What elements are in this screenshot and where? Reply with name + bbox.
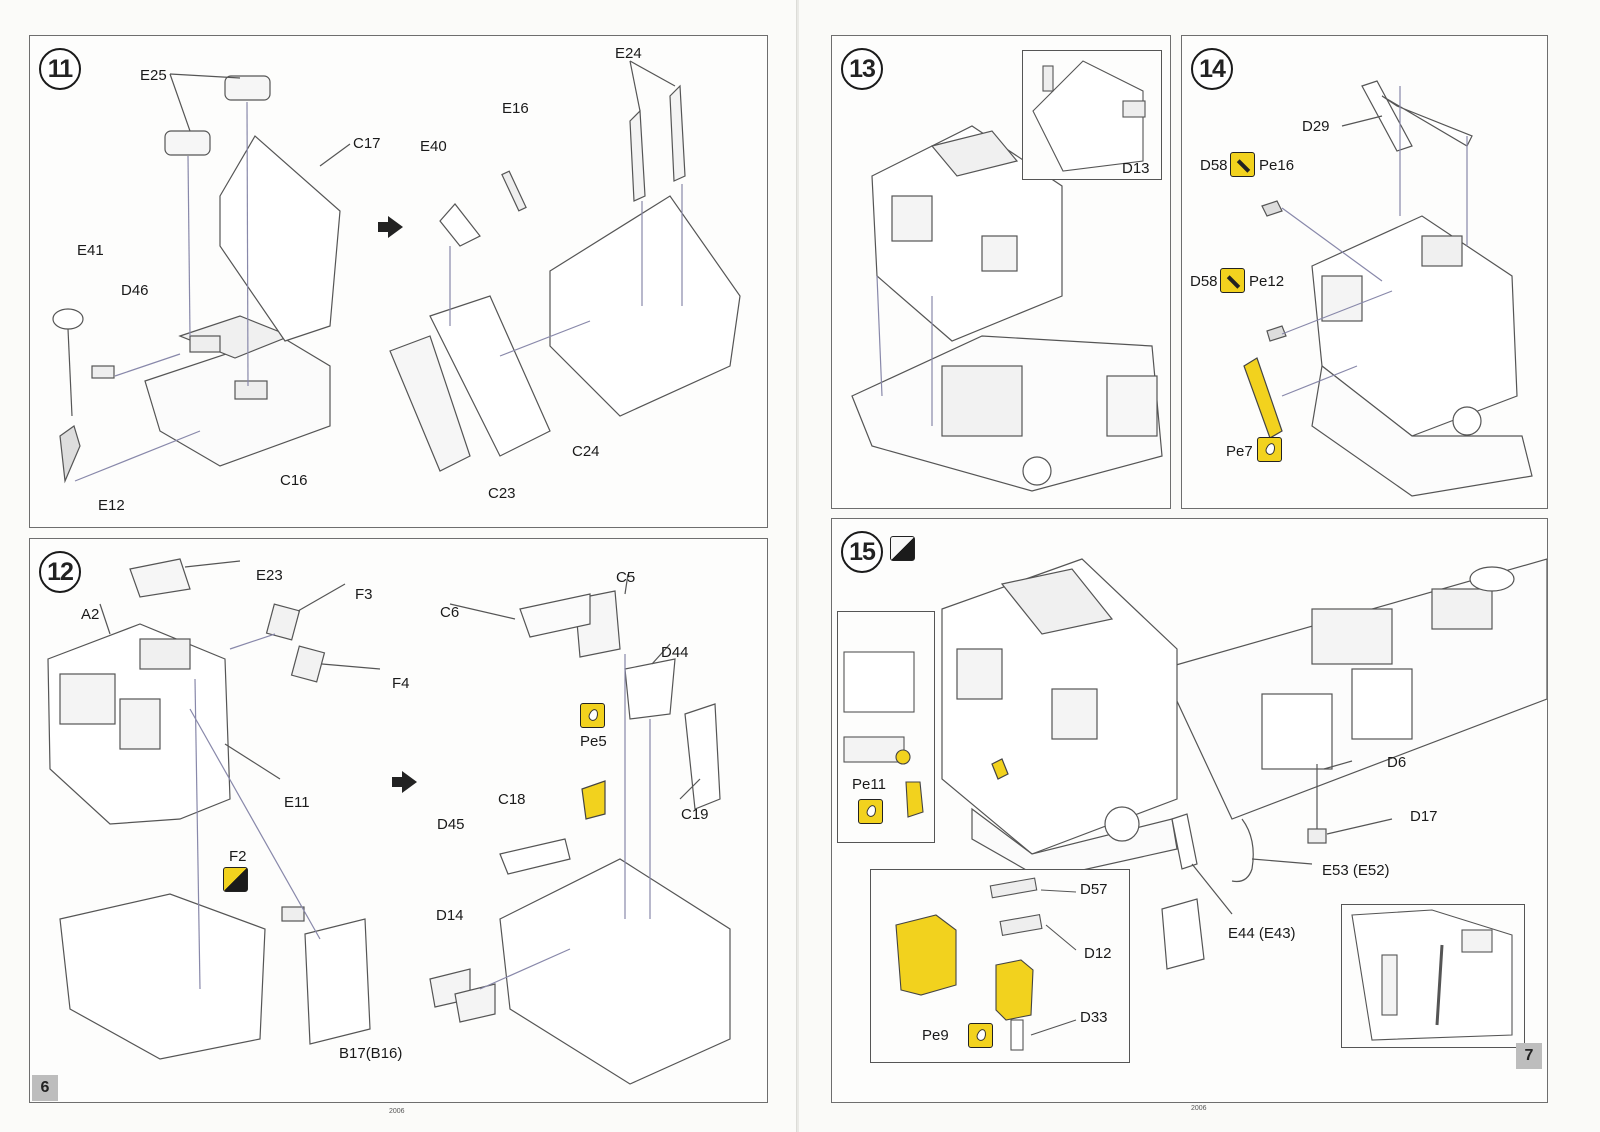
part-label-d58-a: D58 <box>1200 157 1228 174</box>
page-number: 7 <box>1516 1043 1542 1069</box>
part-label-d45: D45 <box>437 816 465 833</box>
part-label-d13: D13 <box>1122 160 1150 177</box>
part-label-b17: B17(B16) <box>339 1045 403 1062</box>
part-label-e44: E44 (E43) <box>1228 925 1296 942</box>
step-11-panel: 11 E25 E24 C17 E16 E40 E41 D46 C16 E12 C… <box>29 35 768 528</box>
detail-drawing <box>843 651 924 818</box>
step-number: 13 <box>841 48 883 90</box>
part-label-d14: D14 <box>436 907 464 924</box>
glue-icon <box>1257 437 1282 462</box>
footer-code: 2006 <box>389 1108 405 1115</box>
part-label-e12: E12 <box>98 497 125 514</box>
part-label-c23: C23 <box>488 485 516 502</box>
next-arrow-icon <box>378 216 403 238</box>
part-label-e11: E11 <box>284 794 310 811</box>
part-label-d6: D6 <box>1387 754 1407 771</box>
part-label-pe7: Pe7 <box>1226 443 1253 460</box>
step-14-drawing <box>1243 80 1533 497</box>
bend-tool-icon <box>1230 152 1255 177</box>
right-page: 13 D13 14 <box>799 0 1600 1132</box>
part-label-pe16: Pe16 <box>1259 157 1295 174</box>
part-label-c18: C18 <box>498 791 526 808</box>
detail-drawing <box>1351 909 1513 1041</box>
step-13-detail-inset <box>1022 50 1162 180</box>
page-number: 6 <box>32 1075 58 1101</box>
part-label-c17: C17 <box>353 135 381 152</box>
part-label-e25: E25 <box>140 67 167 84</box>
paint-icon <box>223 867 248 892</box>
step-12-drawing <box>47 558 731 1085</box>
part-label-c5: C5 <box>616 569 636 586</box>
part-label-e41: E41 <box>77 242 104 259</box>
part-label-c6: C6 <box>440 604 460 621</box>
bend-tool-icon <box>1220 268 1245 293</box>
part-label-f2: F2 <box>229 848 247 865</box>
part-label-c24: C24 <box>572 443 600 460</box>
glue-icon <box>968 1023 993 1048</box>
part-label-d17: D17 <box>1410 808 1438 825</box>
step-15-detail-left <box>837 611 935 843</box>
part-label-f4: F4 <box>392 675 410 692</box>
footer-code: 2006 <box>1191 1105 1207 1112</box>
part-label-d58-b: D58 <box>1190 273 1218 290</box>
part-label-d46: D46 <box>121 282 149 299</box>
part-label-e40: E40 <box>420 138 447 155</box>
step-14-panel: 14 D29 D58 Pe16 D58 Pe12 Pe7 <box>1181 35 1548 509</box>
detail-drawing <box>895 877 1077 1051</box>
part-label-e23: E23 <box>256 567 283 584</box>
left-page: 11 E25 E24 C17 E16 E40 E41 D46 C16 E12 C… <box>0 0 797 1132</box>
part-label-d33: D33 <box>1080 1009 1108 1026</box>
step-13-drawing <box>851 125 1163 492</box>
part-label-e53: E53 (E52) <box>1322 862 1390 879</box>
part-label-e16: E16 <box>502 100 529 117</box>
step-15-detail-bottom <box>870 869 1130 1063</box>
part-label-c16: C16 <box>280 472 308 489</box>
step-number: 11 <box>39 48 81 90</box>
paint-icon <box>890 536 915 561</box>
part-label-pe12: Pe12 <box>1249 273 1285 290</box>
part-label-d57: D57 <box>1080 881 1108 898</box>
step-number: 14 <box>1191 48 1233 90</box>
part-label-c19: C19 <box>681 806 709 823</box>
step-12-panel: 12 E23 A2 F3 F4 E11 F2 B17(B16) C6 C5 D4… <box>29 538 768 1103</box>
part-label-d29: D29 <box>1302 118 1330 135</box>
step-15-panel: 15 Pe11 D6 D17 E53 (E52) E44 (E43) D57 D… <box>831 518 1548 1103</box>
part-label-f3: F3 <box>355 586 373 603</box>
part-label-e24: E24 <box>615 45 642 62</box>
part-label-d44: D44 <box>661 644 689 661</box>
step-15-drawing <box>941 558 1547 970</box>
part-label-pe11: Pe11 <box>852 776 886 793</box>
glue-icon <box>858 799 883 824</box>
step-number: 15 <box>841 531 883 573</box>
part-label-pe9: Pe9 <box>922 1027 949 1044</box>
step-number: 12 <box>39 551 81 593</box>
next-arrow-icon <box>392 771 417 793</box>
step-11-drawing <box>52 60 741 484</box>
part-label-pe5: Pe5 <box>580 733 607 750</box>
part-label-a2: A2 <box>81 606 100 623</box>
book-spine <box>796 0 800 1132</box>
step-15-detail-right <box>1341 904 1525 1048</box>
glue-icon <box>580 703 605 728</box>
part-label-d12: D12 <box>1084 945 1112 962</box>
step-13-panel: 13 D13 <box>831 35 1171 509</box>
detail-drawing <box>1032 60 1146 172</box>
